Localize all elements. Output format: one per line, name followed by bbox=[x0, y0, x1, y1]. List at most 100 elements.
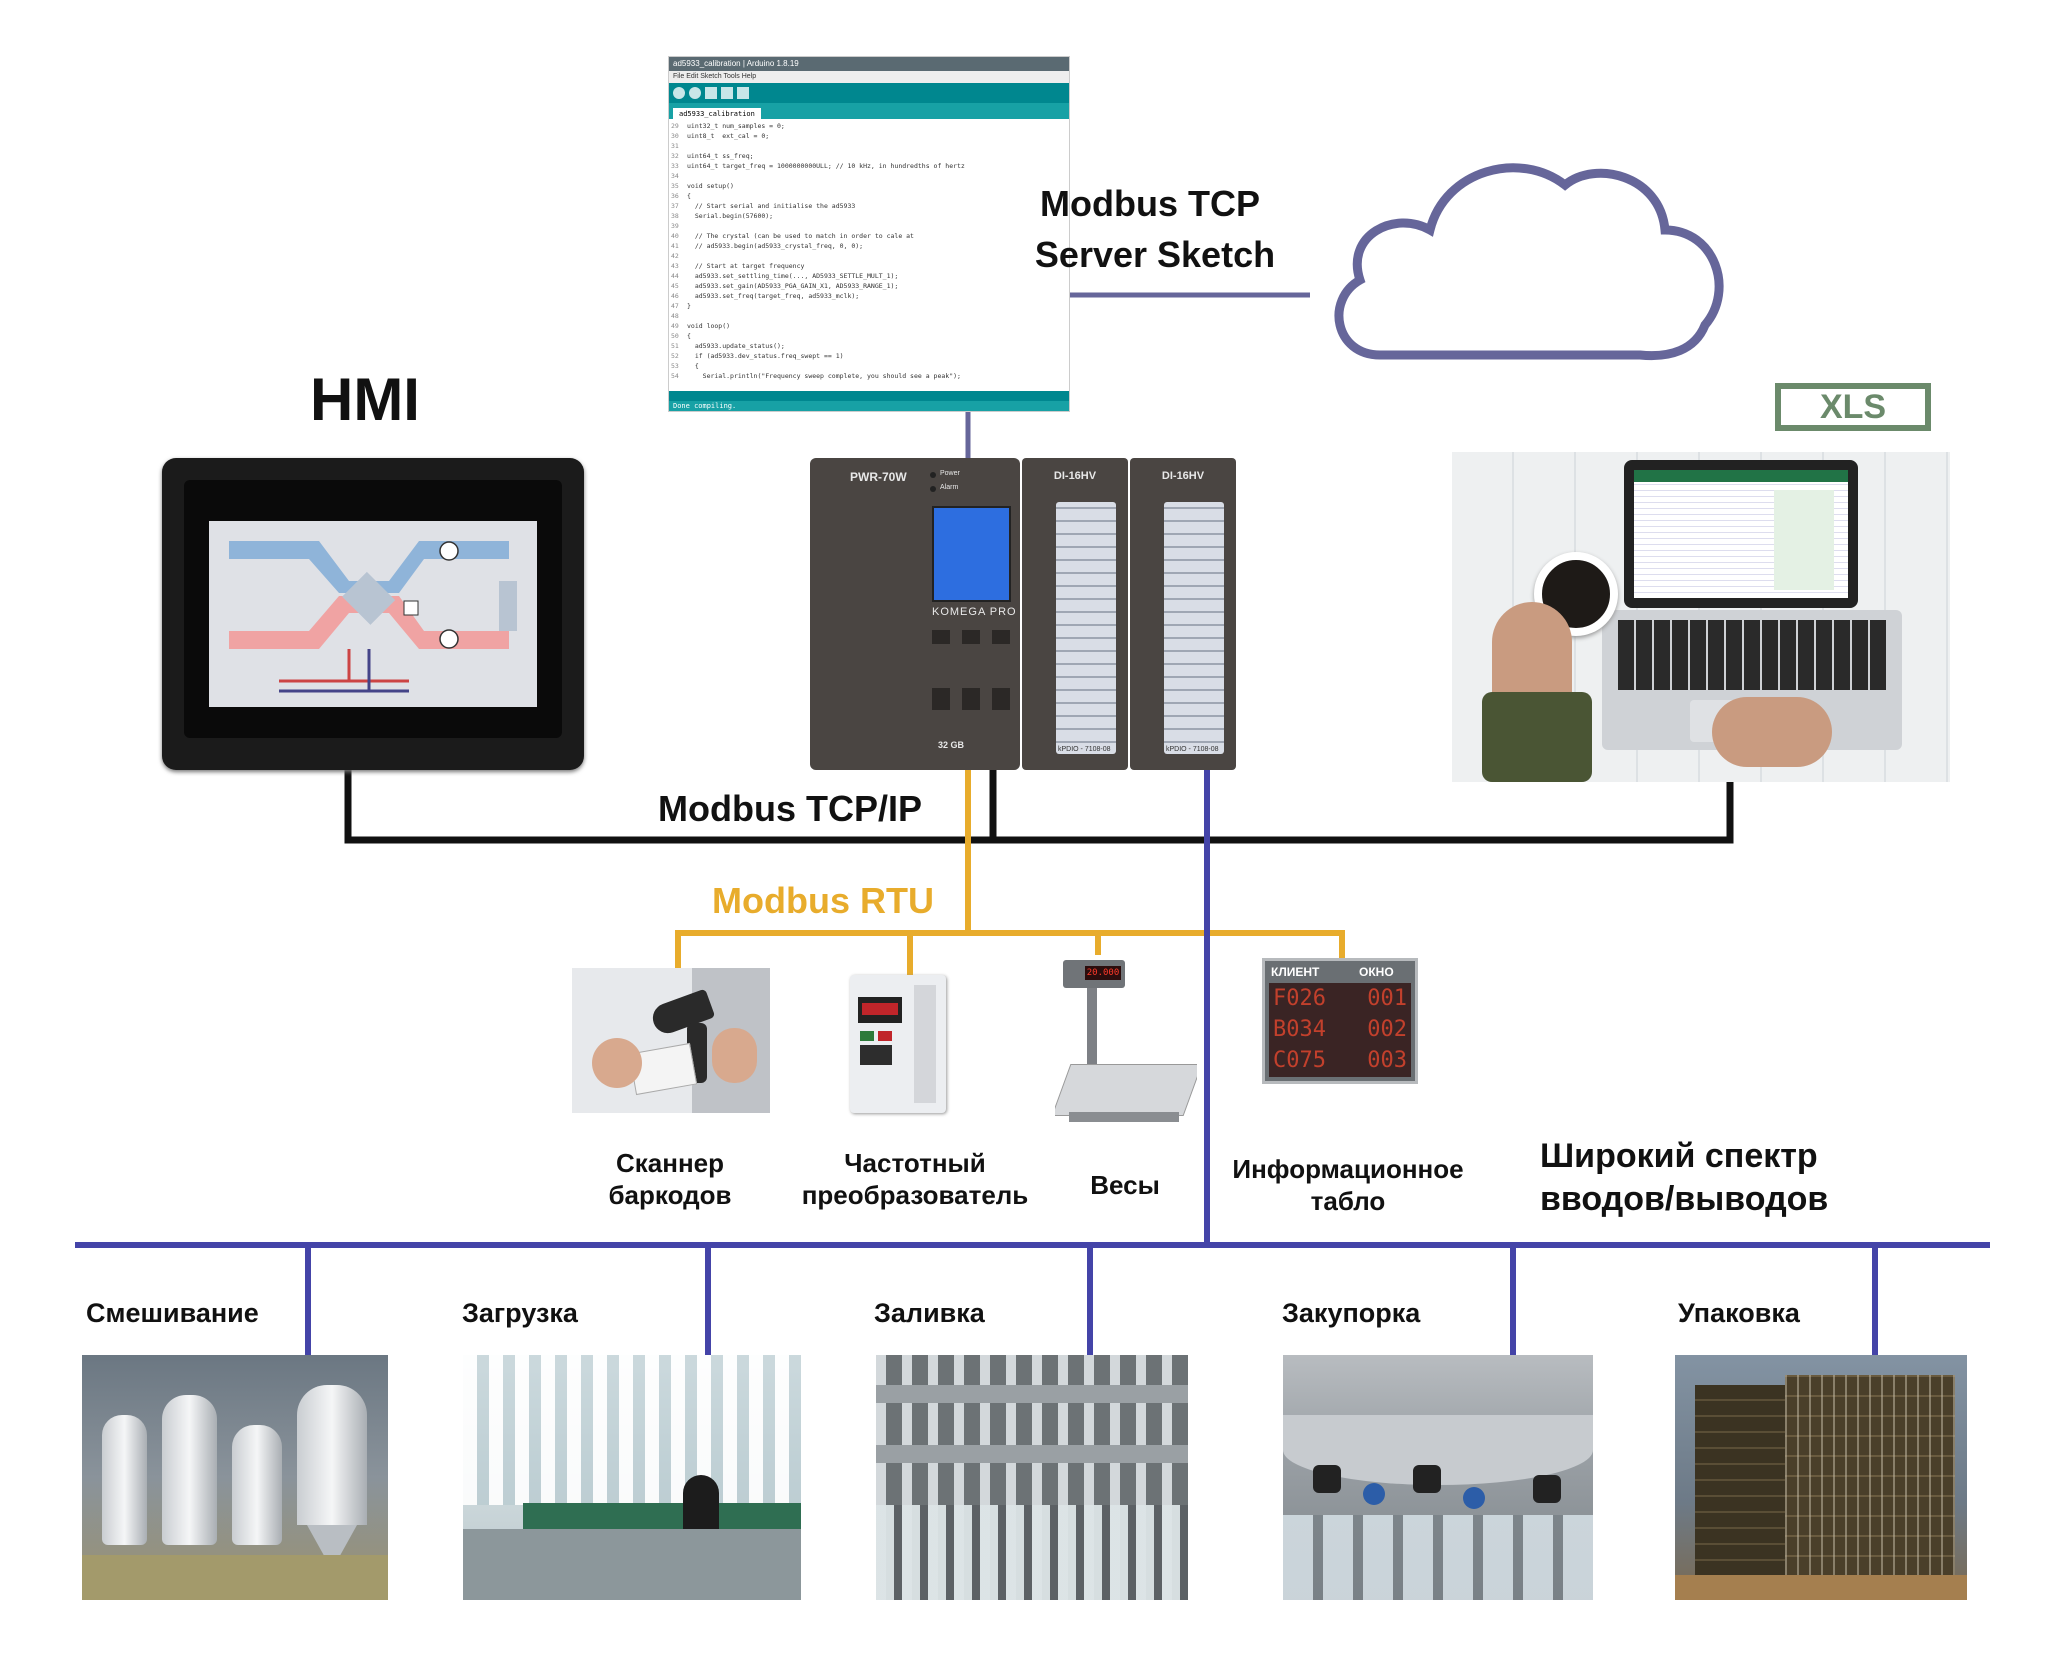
code-line: 37 // Start serial and initialise the ad… bbox=[671, 201, 1069, 211]
code-line-text: ad5933.update_status(); bbox=[687, 342, 785, 350]
tcp-bus-line bbox=[344, 770, 1734, 844]
new-icon[interactable] bbox=[705, 87, 717, 99]
code-line-number: 43 bbox=[671, 262, 679, 270]
verify-icon[interactable] bbox=[673, 87, 685, 99]
filling-photo bbox=[876, 1355, 1188, 1600]
sketch-label-line1: Modbus TCP bbox=[1040, 183, 1260, 224]
upload-icon[interactable] bbox=[689, 87, 701, 99]
code-line: 43 // Start at target frequency bbox=[671, 261, 1069, 271]
code-line: 45 ad5933.set_gain(AD5933_PGA_GAIN_X1, A… bbox=[671, 281, 1069, 291]
laptop-screen bbox=[1624, 460, 1858, 608]
info-board-client-code: F026 bbox=[1273, 986, 1326, 1011]
module1-terminal-block bbox=[1056, 502, 1116, 754]
cpu-key-1[interactable] bbox=[932, 630, 950, 644]
packing-photo bbox=[1675, 1355, 1967, 1600]
wide-range-label-line2: вводов/выводов bbox=[1540, 1180, 1829, 1218]
code-line: 52 if (ad5933.dev_status.freq_swept == 1… bbox=[671, 351, 1069, 361]
code-line-number: 51 bbox=[671, 342, 679, 350]
cloud-icon bbox=[1334, 163, 1724, 361]
module2-terminal-block bbox=[1164, 502, 1224, 754]
code-line-number: 36 bbox=[671, 192, 679, 200]
code-line-number: 52 bbox=[671, 352, 679, 360]
stage-label-loading: Загрузка bbox=[462, 1298, 578, 1328]
code-line-text: Serial.println("Frequency sweep complete… bbox=[687, 372, 961, 380]
hmi-screen[interactable] bbox=[209, 521, 537, 707]
open-icon[interactable] bbox=[721, 87, 733, 99]
right-hand bbox=[1712, 697, 1832, 767]
cpu-key-3[interactable] bbox=[992, 630, 1010, 644]
alarm-led bbox=[930, 486, 936, 492]
infoboard-label-line1: Информационное bbox=[1232, 1154, 1464, 1184]
code-line: 46 ad5933.set_freq(target_freq, ad5933_m… bbox=[671, 291, 1069, 301]
code-window-status: Done compiling. bbox=[669, 401, 1069, 411]
save-icon[interactable] bbox=[737, 87, 749, 99]
info-board-window-number: 002 bbox=[1367, 1017, 1407, 1042]
cpu-key-4[interactable] bbox=[932, 688, 950, 710]
module2-label: DI-16HV bbox=[1161, 470, 1205, 482]
code-line: 47} bbox=[671, 301, 1069, 311]
cpu-key-5[interactable] bbox=[962, 688, 980, 710]
code-line-number: 30 bbox=[671, 132, 679, 140]
vfd-label-line1: Частотный bbox=[844, 1148, 986, 1178]
code-tab[interactable]: ad5933_calibration bbox=[673, 108, 761, 120]
code-line-text: uint64_t target_freq = 1000000000ULL; //… bbox=[687, 162, 965, 170]
code-window-menu: File Edit Sketch Tools Help bbox=[669, 71, 1069, 83]
code-line-text: ad5933.set_gain(AD5933_PGA_GAIN_X1, AD59… bbox=[687, 282, 899, 290]
code-line-number: 34 bbox=[671, 172, 679, 180]
code-line-number: 49 bbox=[671, 322, 679, 330]
sd-card-label: 32 GB bbox=[938, 740, 965, 750]
module1-label: DI-16HV bbox=[1053, 470, 1097, 482]
code-line-text: // The crystal (can be used to match in … bbox=[687, 232, 914, 240]
code-line-number: 50 bbox=[671, 332, 679, 340]
scale-photo: 20.000 bbox=[1055, 952, 1197, 1137]
rtu-bus-line bbox=[675, 930, 1345, 972]
code-line: 39 bbox=[671, 221, 1069, 231]
plc-brand: KOMEGA PRO bbox=[932, 606, 1017, 618]
plc-cpu-module: PWR-70W Power Alarm KOMEGA PRO 32 GB bbox=[810, 458, 1020, 770]
code-line-text: Serial.begin(57600); bbox=[687, 212, 774, 220]
code-line: 53 { bbox=[671, 361, 1069, 371]
info-board-row: B034 002 bbox=[1269, 1014, 1411, 1045]
vfd-label-line2: преобразователь bbox=[801, 1180, 1029, 1210]
code-window: ad5933_calibration | Arduino 1.8.19 File… bbox=[668, 56, 1070, 412]
power-led-label: Power bbox=[940, 470, 960, 477]
info-board-window-number: 003 bbox=[1367, 1048, 1407, 1073]
stage-label-capping: Закупорка bbox=[1282, 1298, 1421, 1328]
code-line-number: 29 bbox=[671, 122, 679, 130]
code-line-text: // Start serial and initialise the ad593… bbox=[687, 202, 856, 210]
info-board-client-code: B034 bbox=[1273, 1017, 1326, 1042]
code-line-number: 40 bbox=[671, 232, 679, 240]
code-line-number: 39 bbox=[671, 222, 679, 230]
code-line: 31 bbox=[671, 141, 1069, 151]
code-line-number: 31 bbox=[671, 142, 679, 150]
barcode-scanner-photo bbox=[572, 968, 770, 1113]
module1-code: kPDIO - 7108-08 bbox=[1058, 746, 1111, 753]
scale-readout: 20.000 bbox=[1085, 966, 1121, 980]
cpu-key-6[interactable] bbox=[992, 688, 1010, 710]
code-line-number: 53 bbox=[671, 362, 679, 370]
code-line-number: 35 bbox=[671, 182, 679, 190]
code-line-number: 38 bbox=[671, 212, 679, 220]
modbus-rtu-label: Modbus RTU bbox=[712, 880, 934, 921]
scale-display: 20.000 bbox=[1063, 960, 1125, 988]
code-line: 51 ad5933.update_status(); bbox=[671, 341, 1069, 351]
code-line-number: 42 bbox=[671, 252, 679, 260]
cpu-key-2[interactable] bbox=[962, 630, 980, 644]
sketch-label-line2: Server Sketch bbox=[1034, 234, 1276, 275]
plc-di-module-1: DI-16HV kPDIO - 7108-08 bbox=[1022, 458, 1128, 770]
code-line: 50{ bbox=[671, 331, 1069, 341]
wide-range-label-line1: Широкий спектр bbox=[1540, 1137, 1818, 1175]
code-line-number: 45 bbox=[671, 282, 679, 290]
code-line: 48 bbox=[671, 311, 1069, 321]
info-board-window-number: 001 bbox=[1367, 986, 1407, 1011]
hmi-panel[interactable] bbox=[162, 458, 584, 770]
code-line-number: 54 bbox=[671, 372, 679, 380]
code-line: 38 Serial.begin(57600); bbox=[671, 211, 1069, 221]
